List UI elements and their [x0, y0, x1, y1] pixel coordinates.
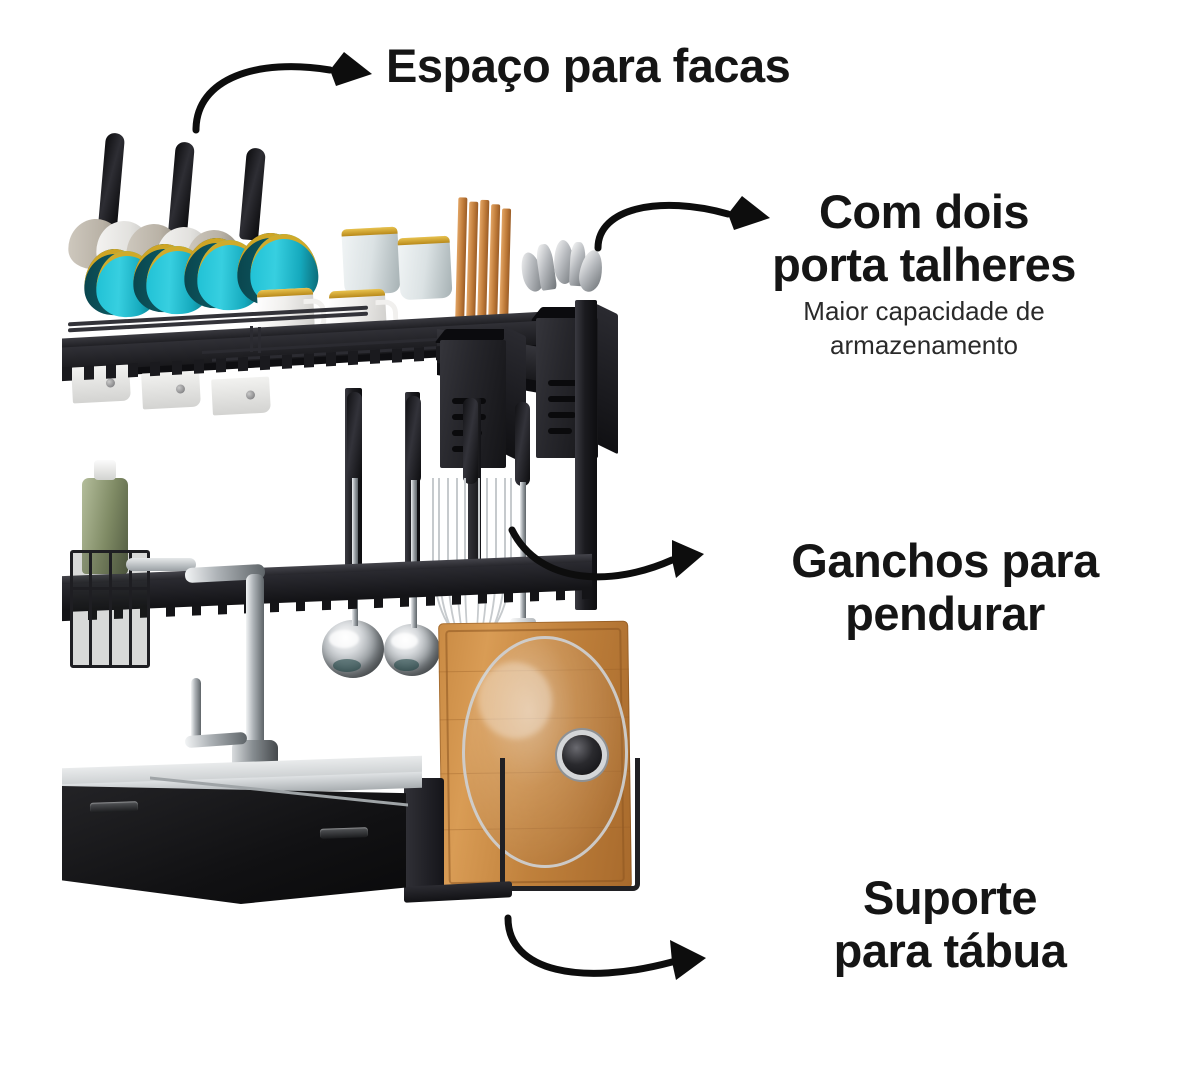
sink-overflow-slot — [319, 827, 369, 839]
annotation-headline: Espaço para facas — [386, 39, 791, 92]
knife-handle — [168, 141, 195, 235]
lid-holder-bracket — [500, 758, 640, 891]
annotation-board-holder: Suporte para tábua — [800, 871, 1100, 977]
faucet-lever — [191, 678, 201, 740]
annotation-headline: Ganchos para pendurar — [791, 534, 1099, 640]
sink-overflow-slot — [89, 801, 139, 813]
annotation-headline: Suporte para tábua — [833, 871, 1067, 977]
annotation-headline: Com dois porta talheres — [772, 185, 1076, 291]
annotation-knife-slot: Espaço para facas — [386, 39, 791, 93]
board-holder-bracket — [404, 778, 444, 896]
product-photograph — [62, 132, 640, 904]
knife-handle — [97, 132, 126, 230]
annotation-subtitle: Maior capacidade de armazenamento — [803, 296, 1045, 361]
faucet-column — [246, 574, 264, 756]
caddy-arm — [126, 558, 196, 571]
drinking-glass — [397, 235, 453, 301]
annotation-cutlery-holders: Com dois porta talheres Maior capacidade… — [714, 185, 1134, 363]
knife-handle — [239, 147, 266, 241]
annotation-hanging-hooks: Ganchos para pendurar — [730, 534, 1160, 640]
pot-lid-knob — [562, 735, 602, 775]
drinking-glass — [341, 226, 401, 296]
